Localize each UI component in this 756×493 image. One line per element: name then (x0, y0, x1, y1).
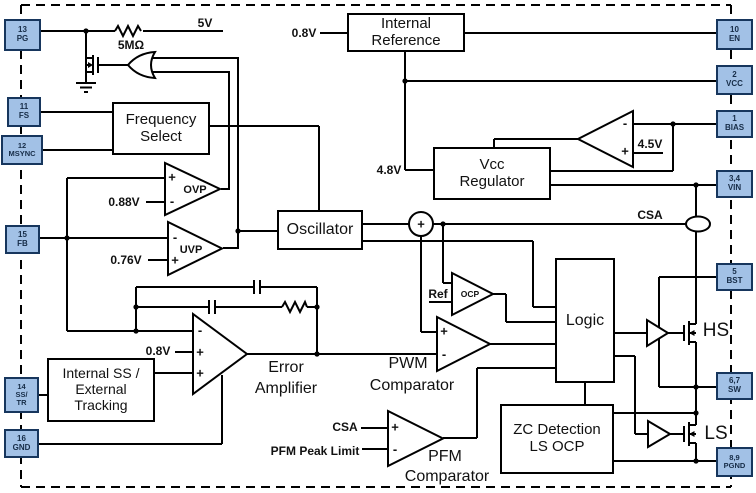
label-csa-input: CSA (332, 420, 358, 434)
label-error-amplifier-1: Error (268, 359, 304, 376)
error-amplifier-triangle (192, 312, 249, 396)
label-pwm-comparator-1: PWM (388, 355, 428, 372)
uvp-minus-sign: - (172, 229, 178, 245)
pfm-minus-sign: - (392, 441, 398, 457)
csa-current-sense-ellipse (685, 215, 711, 233)
pfm-plus-sign: + (391, 419, 399, 435)
label-pwm-comparator-2: Comparator (369, 377, 455, 394)
label-0v8-erroramp: 0.8V (145, 344, 171, 358)
label-4v8: 4.8V (376, 163, 402, 177)
label-ref: Ref (428, 287, 448, 301)
label-ocp: OCP (460, 289, 480, 299)
ea-plus2-sign: + (196, 365, 204, 381)
label-pfm-comparator-1: PFM (428, 448, 462, 465)
uvp-comparator-triangle (167, 220, 225, 277)
ground-icon (76, 82, 96, 93)
summing-plus-sign: + (417, 216, 425, 232)
ocp-comparator-triangle (451, 271, 496, 317)
oscillator-block: Oscillator (277, 210, 363, 250)
summing-junction (408, 211, 434, 237)
label-5mohm: 5MΩ (117, 38, 145, 52)
capacitor-icons (208, 280, 261, 314)
ls-driver-triangle (647, 419, 672, 449)
bias-plus-sign: + (621, 143, 629, 159)
hs-driver-triangle (646, 318, 670, 348)
ovp-plus-sign: + (168, 169, 176, 185)
label-csa-node: CSA (637, 208, 663, 222)
logic-block: Logic (555, 258, 615, 383)
pwm-minus-sign: - (441, 346, 447, 362)
label-0v88: 0.88V (108, 195, 140, 209)
pfm-comparator-triangle (387, 409, 446, 468)
ovp-minus-sign: - (169, 193, 175, 209)
label-ovp: OVP (183, 184, 207, 196)
bias-minus-sign: - (622, 115, 628, 131)
label-0v76: 0.76V (110, 253, 142, 267)
label-hs: HS (702, 320, 730, 341)
ea-plus1-sign: + (196, 344, 204, 360)
label-error-amplifier-2: Amplifier (254, 380, 318, 397)
label-4v5: 4.5V (637, 137, 663, 151)
label-uvp: UVP (179, 244, 203, 256)
label-0v8-reference: 0.8V (291, 26, 317, 40)
label-pfm-comparator-2: Comparator (404, 468, 490, 485)
pwm-comparator-triangle (436, 315, 493, 373)
wires (39, 23, 716, 462)
label-ls: LS (704, 423, 728, 444)
mosfet-arrows (88, 62, 695, 437)
label-pfm-peak-limit: PFM Peak Limit (270, 444, 360, 458)
ovp-comparator-triangle (164, 161, 223, 217)
uvp-plus-sign: + (171, 252, 179, 268)
ea-minus-sign: - (197, 322, 203, 338)
resistor-feedback-icon (281, 299, 308, 315)
bias-comparator-triangle (575, 109, 634, 169)
pwm-plus-sign: + (440, 323, 448, 339)
label-5v: 5V (197, 16, 213, 30)
or-gate-icon (126, 50, 157, 80)
junction-dots (64, 28, 699, 464)
resistor-5m-icon (114, 23, 142, 39)
